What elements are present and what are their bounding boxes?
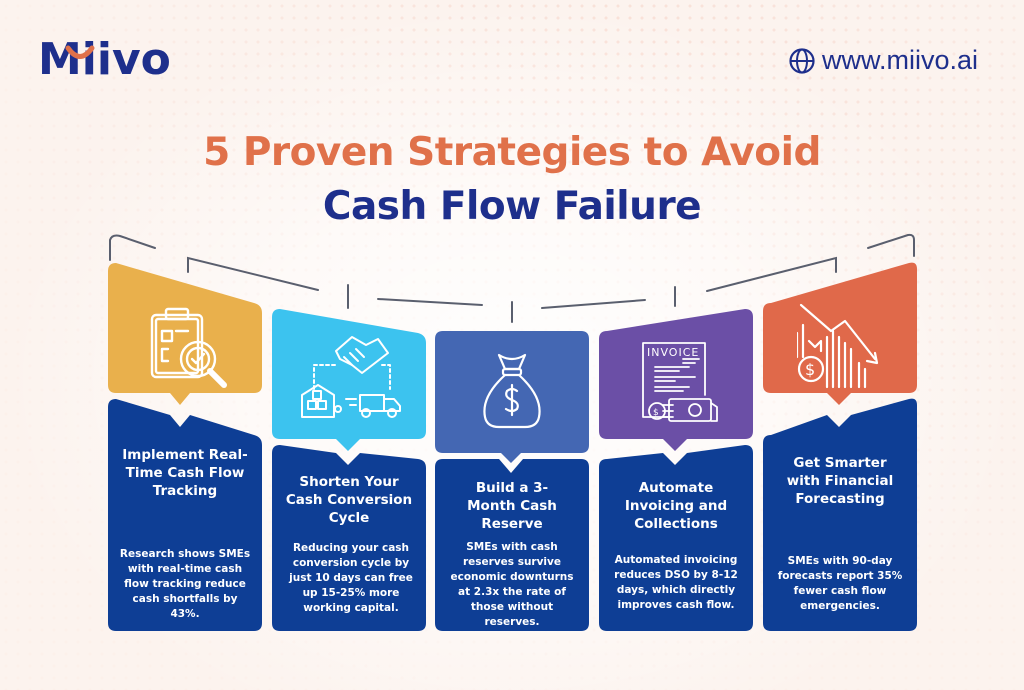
globe-icon bbox=[789, 47, 815, 74]
card-shape bbox=[599, 309, 753, 631]
strategy-heading: Build a 3-Month Cash Reserve bbox=[467, 480, 557, 532]
logo-smile-icon bbox=[65, 45, 95, 59]
handshake-warehouse-truck-icon bbox=[301, 336, 401, 418]
svg-text:$: $ bbox=[805, 360, 815, 379]
website-url: www.miivo.ai bbox=[821, 45, 978, 75]
card-shape bbox=[272, 309, 426, 631]
strategy-body: SMEs with cash reserves survive economic… bbox=[450, 541, 574, 628]
invoice-icon-label: INVOICE bbox=[647, 346, 699, 359]
strategy-card-1: Implement Real-Time Cash Flow Tracking R… bbox=[108, 263, 262, 631]
svg-text:$: $ bbox=[653, 408, 659, 418]
money-bag-icon bbox=[483, 353, 541, 429]
title-line-2: Cash Flow Failure bbox=[322, 184, 702, 229]
declining-chart-dollar-icon: $ bbox=[797, 303, 879, 389]
strategy-body: SMEs with 90-day forecasts report 35% fe… bbox=[777, 555, 903, 612]
card-shape bbox=[108, 263, 262, 631]
title-line-1: 5 Proven Strategies to Avoid bbox=[203, 130, 821, 175]
strategy-heading: Shorten Your Cash Conversion Cycle bbox=[285, 474, 413, 526]
website-link[interactable]: www.miivo.ai bbox=[788, 45, 978, 76]
strategy-body: Reducing your cash conversion cycle by j… bbox=[289, 542, 413, 614]
strategy-card-5: $ Get Smarter with Financial Forecasting… bbox=[763, 262, 917, 631]
strategy-heading: Get Smarter with Financial Forecasting bbox=[786, 455, 894, 507]
invoice-icon: INVOICE $ bbox=[642, 342, 718, 422]
clipboard-magnifier-check-icon bbox=[150, 307, 227, 388]
strategy-card-3: Build a 3-Month Cash Reserve SMEs with c… bbox=[435, 331, 589, 631]
strategy-card-2: Shorten Your Cash Conversion Cycle Reduc… bbox=[272, 309, 426, 631]
card-shape bbox=[763, 262, 917, 631]
strategy-heading: Automate Invoicing and Collections bbox=[624, 480, 728, 532]
strategy-body: Research shows SMEs with real-time cash … bbox=[119, 548, 251, 620]
strategy-card-4: INVOICE $ Automate Invoicing and Collect… bbox=[599, 309, 753, 631]
strategy-heading: Implement Real-Time Cash Flow Tracking bbox=[122, 447, 248, 499]
strategy-body: Automated invoicing reduces DSO by 8-12 … bbox=[614, 554, 738, 611]
miivo-logo: Miivo bbox=[38, 38, 171, 82]
logo-text: Miivo bbox=[38, 34, 171, 85]
